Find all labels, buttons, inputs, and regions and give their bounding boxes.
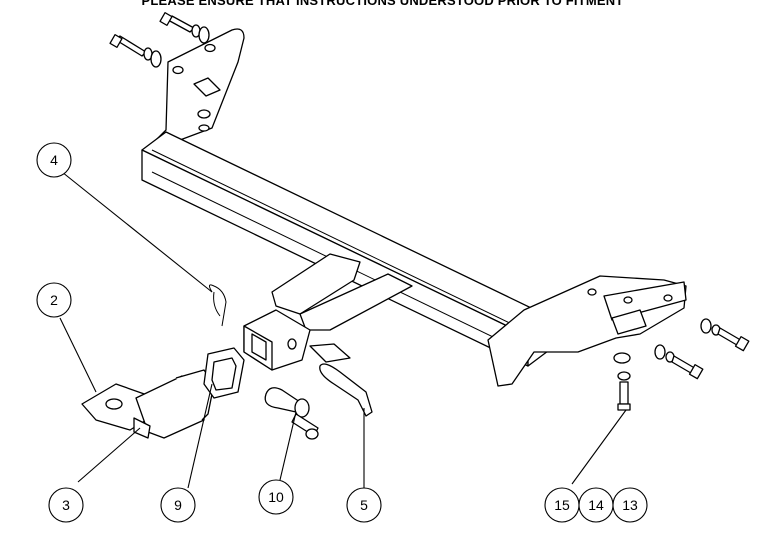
right-mounting-bracket bbox=[487, 275, 687, 387]
callout-label: 13 bbox=[622, 497, 638, 513]
callout-label: 9 bbox=[174, 497, 182, 513]
bolt-set-right bbox=[613, 318, 750, 411]
callout-label: 14 bbox=[588, 497, 604, 513]
callout-5: 5 bbox=[346, 487, 382, 523]
callout-label: 4 bbox=[50, 152, 58, 168]
callout-label: 2 bbox=[50, 292, 58, 308]
callout-9: 9 bbox=[160, 487, 196, 523]
callout-label: 10 bbox=[268, 489, 284, 505]
left-mounting-bracket bbox=[149, 28, 245, 151]
callout-label: 3 bbox=[62, 497, 70, 513]
callout-13: 13 bbox=[612, 487, 648, 523]
callout-3: 3 bbox=[48, 487, 84, 523]
callout-4: 4 bbox=[36, 142, 72, 178]
callout-2: 2 bbox=[36, 282, 72, 318]
callout-leaders bbox=[59, 171, 627, 489]
tow-ball-mount bbox=[81, 369, 215, 439]
bolt-set-top-left bbox=[109, 12, 211, 119]
r-clip bbox=[208, 284, 227, 327]
instruction-header: PLEASE ENSURE THAT INSTRUCTIONS UNDERSTO… bbox=[141, 0, 624, 8]
receiver-assembly bbox=[243, 253, 413, 371]
callout-15: 15 bbox=[544, 487, 580, 523]
callout-label: 15 bbox=[554, 497, 570, 513]
callout-14: 14 bbox=[578, 487, 614, 523]
receiver-collar bbox=[203, 347, 245, 399]
hitch-pin bbox=[319, 363, 373, 417]
callout-10: 10 bbox=[258, 479, 294, 515]
callout-label: 5 bbox=[360, 497, 368, 513]
main-cross-beam bbox=[141, 131, 553, 367]
bow-shackle bbox=[264, 387, 319, 440]
